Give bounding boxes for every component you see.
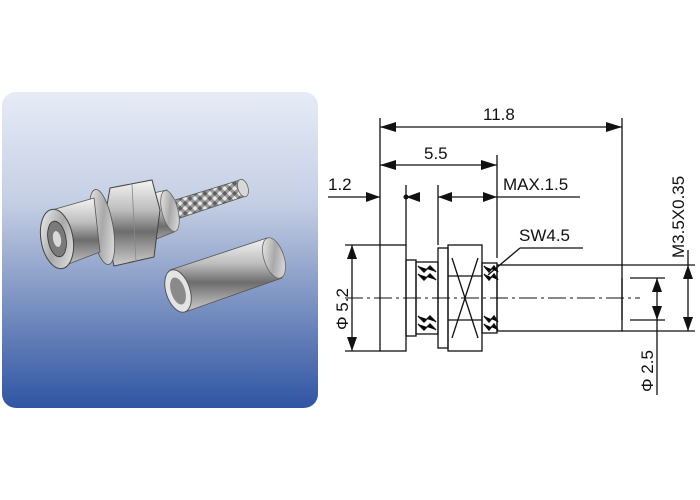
- front-flange: [39, 197, 101, 270]
- dim-body-length: 5.5: [424, 144, 448, 163]
- thread-marks: [417, 264, 499, 332]
- dim-flange-diameter: Φ 5.2: [333, 288, 352, 330]
- technical-drawing: 11.8 5.5 1.2 MAX.1.5 SW4.5 M3.5X0.35 Φ 5…: [328, 105, 695, 395]
- crimp-ferrule: [164, 237, 286, 313]
- dim-panel-max: MAX.1.5: [503, 175, 568, 194]
- dim-wrench-size: SW4.5: [519, 226, 570, 245]
- dim-flange-thickness: 1.2: [328, 175, 352, 194]
- arrowheads: [347, 122, 693, 351]
- dim-crimp-diameter: Φ 2.5: [638, 350, 657, 392]
- dim-thread: M3.5X0.35: [669, 176, 688, 258]
- dim-overall-length: 11.8: [483, 105, 515, 124]
- hex-nut: [103, 179, 161, 267]
- connector-photo: [39, 178, 286, 313]
- product-photo-panel: [2, 92, 318, 408]
